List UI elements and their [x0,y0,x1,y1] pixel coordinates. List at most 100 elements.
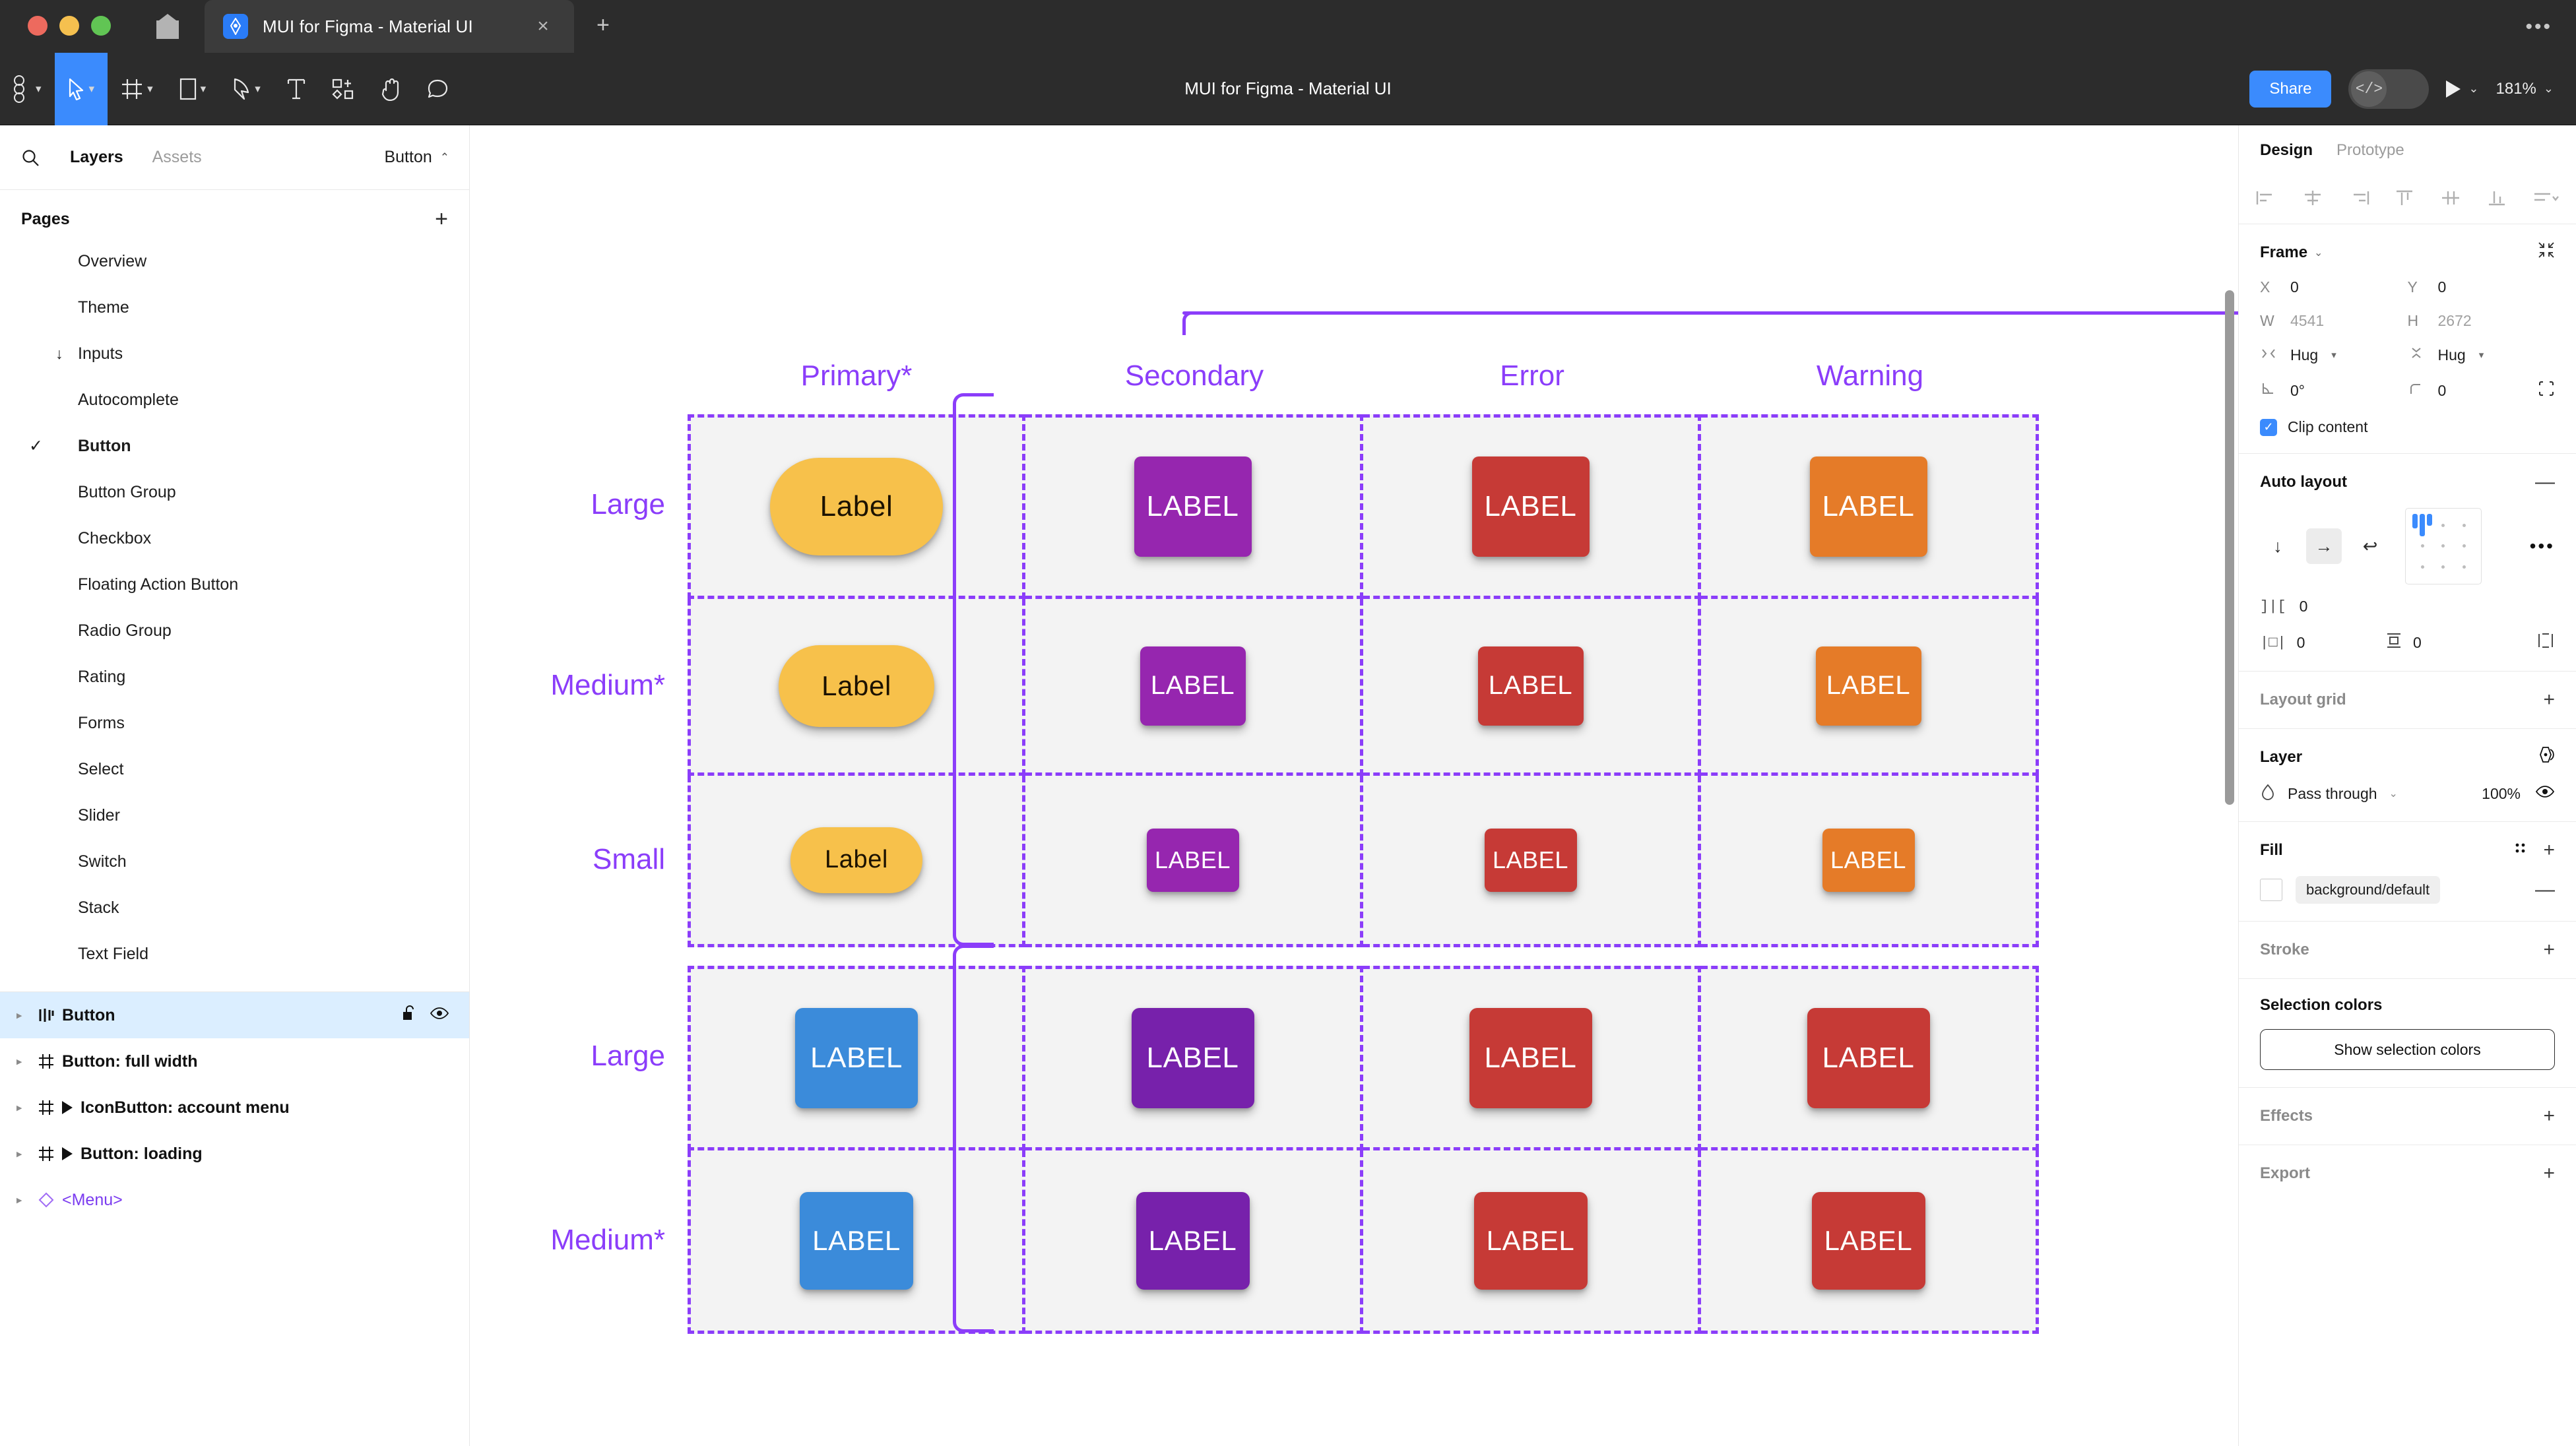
material-button[interactable]: LABEL [1146,828,1239,892]
grid-cell[interactable]: LABEL [1701,599,2039,776]
layer-expand-caret-icon[interactable]: ▸ [16,1195,22,1206]
new-tab-button[interactable]: + [596,13,610,38]
grid-cell[interactable]: LABEL [1363,776,1701,947]
frame-y-field[interactable]: Y 0 [2408,278,2556,296]
grid-cell[interactable]: LABEL [1701,1150,2039,1334]
tab-design[interactable]: Design [2260,141,2313,159]
layer-row[interactable]: ▸IconButton: account menu [0,1084,469,1131]
material-button[interactable]: LABEL [1473,1191,1588,1290]
grid-cell[interactable]: LABEL [1025,1150,1363,1334]
chevron-down-icon[interactable]: ⌄ [2314,247,2323,259]
individual-padding-icon[interactable] [2536,631,2555,654]
tab-prototype[interactable]: Prototype [2336,141,2404,159]
close-tab-button[interactable]: × [537,15,549,37]
grid-cell[interactable]: LABEL [1363,1150,1701,1334]
minimize-window-button[interactable] [59,16,79,36]
page-item-stack[interactable]: Stack [0,885,469,931]
dev-mode-toggle[interactable]: </> [2348,69,2430,109]
home-button[interactable] [131,0,205,53]
move-tool-icon[interactable]: ▾ [54,52,108,125]
share-button[interactable]: Share [2249,70,2332,108]
add-effect-button[interactable]: + [2543,1105,2555,1127]
shape-tool-icon[interactable]: ▾ [166,53,220,125]
window-overflow-menu[interactable]: ••• [2525,16,2552,38]
height-resize-field[interactable]: Hug ▾ [2408,346,2556,364]
material-button[interactable]: LABEL [1134,456,1252,557]
layer-styles-icon[interactable] [2536,746,2555,769]
page-item-slider[interactable]: Slider [0,792,469,838]
fill-color-swatch[interactable] [2260,879,2282,901]
alignment-pad[interactable] [2405,508,2482,584]
clip-content-checkbox[interactable]: ✓ [2260,418,2277,436]
unlock-icon[interactable] [402,1005,416,1026]
tab-layers[interactable]: Layers [70,148,123,166]
layer-row[interactable]: ▸Button [0,992,469,1038]
layer-row[interactable]: ▸Button: full width [0,1038,469,1084]
material-button[interactable]: LABEL [1469,1008,1592,1108]
material-button[interactable]: LABEL [1809,456,1927,557]
material-button[interactable]: LABEL [1815,646,1921,726]
rotation-field[interactable]: 0° [2260,380,2408,401]
resources-icon[interactable] [319,53,368,125]
fill-style-token[interactable]: background/default [2296,876,2441,904]
figma-menu-icon[interactable]: ▾ [0,53,55,125]
grid-cell[interactable]: LABEL [1363,966,1701,1150]
chevron-down-icon[interactable]: ⌄ [2468,82,2479,95]
page-item-theme[interactable]: Theme [0,284,469,330]
layer-row[interactable]: ▸<Menu> [0,1177,469,1223]
grid-cell[interactable]: LABEL [1025,966,1363,1150]
add-layout-grid-button[interactable]: + [2543,689,2555,710]
layer-expand-caret-icon[interactable]: ▸ [16,1102,22,1114]
layer-opacity-value[interactable]: 100% [2482,784,2521,802]
grid-cell[interactable]: LABEL [1025,414,1363,599]
material-button[interactable]: LABEL [1136,1191,1250,1290]
grid-cell[interactable]: LABEL [1025,599,1363,776]
horizontal-direction-icon[interactable]: → [2306,528,2342,564]
tab-assets[interactable]: Assets [152,148,202,166]
material-button[interactable]: LABEL [795,1008,918,1108]
pen-tool-icon[interactable]: ▾ [219,53,274,125]
page-item-select[interactable]: Select [0,746,469,792]
grid-cell[interactable]: LABEL [1701,776,2039,947]
material-button[interactable]: LABEL [1471,456,1590,557]
blend-mode-value[interactable]: Pass through [2288,784,2377,802]
material-button[interactable]: LABEL [1822,828,1915,892]
grid-cell[interactable]: LABEL [688,966,1025,1150]
layer-expand-caret-icon[interactable]: ▸ [16,1010,22,1021]
search-icon[interactable] [21,148,55,167]
align-top-icon[interactable] [2394,189,2415,210]
fill-item[interactable]: background/default — [2260,876,2555,904]
hand-tool-icon[interactable] [368,53,414,125]
page-item-forms[interactable]: Forms [0,700,469,746]
auto-layout-more-button[interactable]: ••• [2529,536,2555,556]
grid-cell[interactable]: LABEL [1363,414,1701,599]
material-button[interactable]: Label [770,458,943,555]
grid-cell[interactable]: Label [688,414,1025,599]
eye-icon[interactable] [430,1006,449,1025]
frame-tool-icon[interactable]: ▾ [108,53,166,125]
wrap-direction-icon[interactable]: ↩ [2362,536,2378,556]
align-right-icon[interactable] [2348,189,2369,210]
close-window-button[interactable] [28,16,48,36]
material-button[interactable]: LABEL [1477,646,1584,726]
grid-cell[interactable]: LABEL [1701,966,2039,1150]
page-item-button-group[interactable]: Button Group [0,469,469,515]
page-item-overview[interactable]: Overview [0,238,469,284]
page-item-checkbox[interactable]: Checkbox [0,515,469,561]
layer-expand-caret-icon[interactable]: ▸ [16,1148,22,1160]
page-item-button[interactable]: ✓Button [0,423,469,469]
current-page-selector[interactable]: Button ⌃ [384,148,449,167]
material-button[interactable]: LABEL [1140,646,1246,726]
distribute-icon[interactable] [2532,189,2559,210]
design-canvas[interactable]: Container Primary*SecondaryErrorWarningL… [470,125,2238,1446]
width-resize-field[interactable]: Hug ▾ [2260,346,2408,364]
comment-tool-icon[interactable] [414,53,461,125]
page-item-text-field[interactable]: Text Field [0,931,469,977]
maximize-window-button[interactable] [91,16,111,36]
grid-cell[interactable]: Label [688,776,1025,947]
material-button[interactable]: Label [790,827,922,893]
layer-row[interactable]: ▸Button: loading [0,1131,469,1177]
material-button[interactable]: LABEL [1484,828,1577,892]
add-stroke-button[interactable]: + [2543,939,2555,960]
layer-children-triangle-icon[interactable] [62,1147,73,1160]
